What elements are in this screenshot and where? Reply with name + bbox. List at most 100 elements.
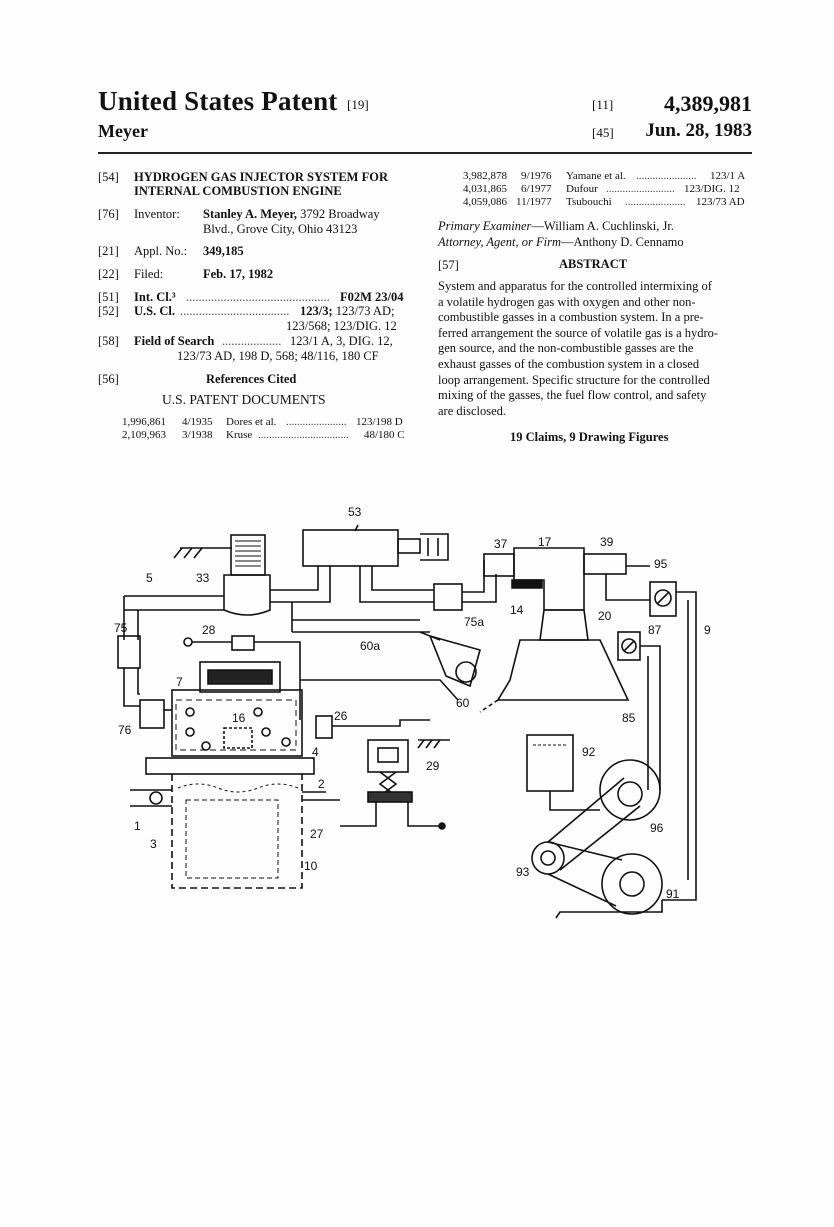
label-9: 9 xyxy=(704,623,711,637)
label-92: 92 xyxy=(582,745,596,759)
label-87: 87 xyxy=(648,623,662,637)
abstract-line: exhaust gasses of the combustion system … xyxy=(438,356,700,371)
label-14: 14 xyxy=(510,603,524,617)
ref-date: 11/1977 xyxy=(516,196,552,208)
control-box-53 xyxy=(302,529,399,567)
label-16: 16 xyxy=(232,711,246,725)
label-37: 37 xyxy=(494,537,508,551)
label-93: 93 xyxy=(516,865,530,879)
field-56-code: [56] xyxy=(98,372,119,386)
field-76-code: [76] xyxy=(98,207,119,221)
ref-class: 123/198 D xyxy=(356,416,403,428)
ref-dots: ................................. xyxy=(258,429,349,441)
ref-num: 2,109,963 xyxy=(122,429,166,441)
ref-date: 6/1977 xyxy=(521,183,552,195)
abstract-line: mixing of the gasses, the fuel flow cont… xyxy=(438,388,707,403)
attorney-label: Attorney, Agent, or Firm xyxy=(438,235,562,249)
us-cl-line2: 123/568; 123/DIG. 12 xyxy=(286,319,397,333)
references-cited-title: References Cited xyxy=(206,372,297,386)
field-54-title-line1: HYDROGEN GAS INJECTOR SYSTEM FOR xyxy=(134,170,388,184)
field-76-label: Inventor: xyxy=(134,207,180,221)
us-patent-documents-heading: U.S. PATENT DOCUMENTS xyxy=(162,392,326,407)
header-rule xyxy=(98,152,752,154)
label-27: 27 xyxy=(310,827,324,841)
ref-dots: ......................... xyxy=(606,183,675,195)
field-58-code: [58] xyxy=(98,334,119,348)
patent-number: 4,389,981 xyxy=(664,91,752,116)
field-51-label: Int. Cl.³ xyxy=(134,290,176,304)
patent-drawing: 53 37 17 39 95 5 33 14 20 75a 9 75 28 60… xyxy=(114,505,711,919)
label-53: 53 xyxy=(348,505,362,519)
inventor-name: Stanley A. Meyer, xyxy=(203,207,297,221)
label-2: 2 xyxy=(318,777,325,791)
appl-no: 349,185 xyxy=(203,244,244,258)
ref-name: Yamane et al. xyxy=(566,170,626,182)
ref-dots: ...................... xyxy=(625,196,686,208)
figure-labels: 53 37 17 39 95 5 33 14 20 75a 9 75 28 60… xyxy=(114,505,711,901)
field-54-title-line2: INTERNAL COMBUSTION ENGINE xyxy=(134,184,342,198)
field-51-code: [51] xyxy=(98,290,119,304)
ref-class: 123/DIG. 12 xyxy=(684,183,740,195)
label-33: 33 xyxy=(196,571,210,585)
label-75a: 75a xyxy=(464,615,484,629)
label-4: 4 xyxy=(312,745,319,759)
label-29: 29 xyxy=(426,759,440,773)
abstract-line: System and apparatus for the controlled … xyxy=(438,279,712,293)
examiner-name: —William A. Cuchlinski, Jr. xyxy=(531,219,674,233)
label-20: 20 xyxy=(598,609,612,623)
ref-num: 4,059,086 xyxy=(463,196,507,208)
abstract-line: combustible gasses in a combustion syste… xyxy=(438,310,704,325)
examiner-label: Primary Examiner xyxy=(438,219,532,233)
label-60a: 60a xyxy=(360,639,380,653)
ref-num: 3,982,878 xyxy=(463,170,507,182)
date-code: [45] xyxy=(592,125,614,140)
ref-num: 4,031,865 xyxy=(463,183,507,195)
field-of-search-line2: 123/73 AD, 198 D, 568; 48/116, 180 CF xyxy=(177,349,379,363)
label-95: 95 xyxy=(654,557,668,571)
field-52-code: [52] xyxy=(98,304,119,318)
label-96: 96 xyxy=(650,821,664,835)
abstract-line: ferred arrangement the source of volatil… xyxy=(438,325,719,340)
field-21-code: [21] xyxy=(98,244,119,258)
us-cl-value: 123/3; 123/73 AD; xyxy=(300,304,394,319)
field-21-label: Appl. No.: xyxy=(134,244,188,258)
field-of-search-value: 123/1 A, 3, DIG. 12, xyxy=(290,334,393,348)
label-26: 26 xyxy=(334,709,348,723)
inventor-short: Meyer xyxy=(98,121,148,141)
number-code: [11] xyxy=(592,97,614,112)
label-76: 76 xyxy=(118,723,132,737)
ref-num: 1,996,861 xyxy=(122,416,166,428)
attorney: Attorney, Agent, or Firm—Anthony D. Cenn… xyxy=(438,235,684,250)
patent-title: United States Patent xyxy=(98,86,338,116)
abstract-line: gen source, and the non-combustible gass… xyxy=(438,341,694,356)
field-22-code: [22] xyxy=(98,267,119,281)
label-7: 7 xyxy=(176,675,183,689)
int-cl-value: F02M 23/04 xyxy=(340,290,404,304)
field-58-label: Field of Search xyxy=(134,334,215,348)
inventor-address-1: 3792 Broadway xyxy=(296,207,380,221)
ref-name: Dores et al. xyxy=(226,416,277,428)
label-85: 85 xyxy=(622,711,636,725)
us-cl-primary: 123/3; xyxy=(300,304,333,318)
abstract-line: are disclosed. xyxy=(438,403,507,418)
label-10: 10 xyxy=(304,859,318,873)
ref-class: 123/73 AD xyxy=(696,196,745,208)
ref-name: Tsubouchi xyxy=(566,196,612,208)
field-51-dots: ........................................… xyxy=(186,290,330,304)
field-76-line1: Stanley A. Meyer, 3792 Broadway xyxy=(203,207,380,222)
abstract-line: a volatile hydrogen gas with oxygen and … xyxy=(438,294,696,309)
ref-name: Dufour xyxy=(566,183,598,195)
title-code: [19] xyxy=(347,97,369,112)
filed-date: Feb. 17, 1982 xyxy=(203,267,274,281)
label-60: 60 xyxy=(456,696,470,710)
field-52-dots: ................................... xyxy=(180,304,290,318)
label-3: 3 xyxy=(150,837,157,851)
label-5: 5 xyxy=(146,571,153,585)
field-22-label: Filed: xyxy=(134,267,164,281)
claims-count: 19 Claims, 9 Drawing Figures xyxy=(510,430,669,444)
us-cl-secondary: 123/73 AD; xyxy=(332,304,395,318)
inventor-address-2: Blvd., Grove City, Ohio 43123 xyxy=(203,222,358,236)
ref-date: 9/1976 xyxy=(521,170,552,182)
label-91: 91 xyxy=(666,887,680,901)
label-39: 39 xyxy=(600,535,614,549)
